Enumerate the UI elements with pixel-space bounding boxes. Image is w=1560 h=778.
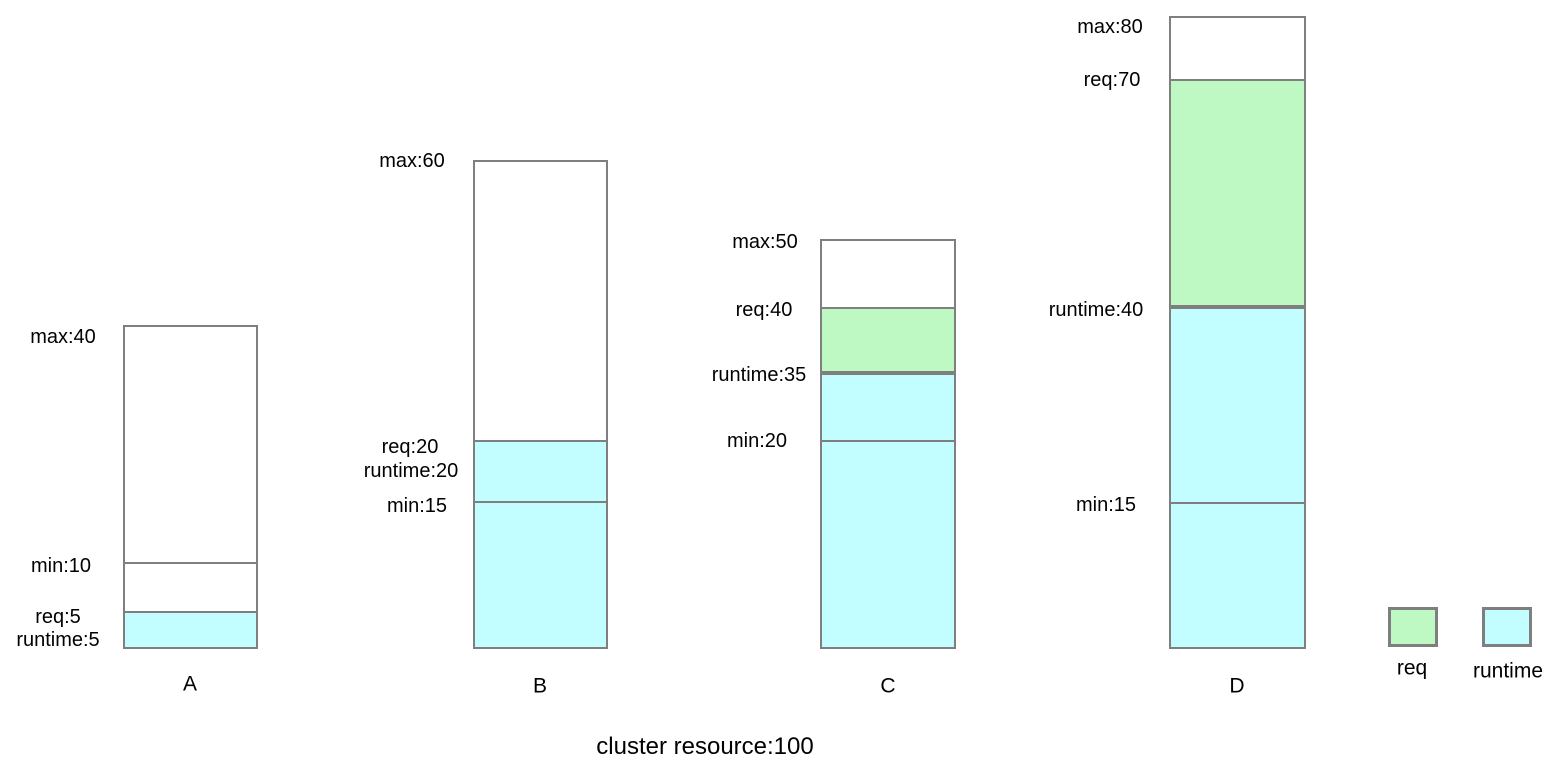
bar-a-runtime-label: runtime:5: [16, 629, 100, 651]
bar-b-req-label: req:20: [381, 436, 439, 458]
bar-b-min-line: [473, 501, 608, 503]
bar-b-max-label: max:60: [379, 150, 445, 172]
bar-c-name-label: C: [880, 674, 896, 698]
bar-a-runtime-segment: [123, 611, 258, 649]
bar-c-req-label: req:40: [735, 299, 793, 321]
bar-d-runtime-label: runtime:40: [1048, 299, 1144, 321]
bar-a-min-label: min:10: [30, 555, 92, 577]
bar-a-req-label: req:5: [35, 606, 81, 628]
bar-b-runtime-label: runtime:20: [363, 460, 459, 482]
bar-b-name-label: B: [532, 674, 548, 698]
bar-c-max-label: max:50: [732, 231, 798, 253]
legend-req-swatch: [1388, 607, 1438, 647]
bar-a-name-label: A: [182, 672, 198, 696]
bar-a-max-label: max:40: [30, 326, 96, 348]
caption: cluster resource:100: [596, 733, 814, 760]
bar-c-min-line: [820, 440, 956, 442]
bar-d-name-label: D: [1229, 674, 1245, 698]
bar-d-req-segment: [1169, 79, 1306, 307]
bar-c-min-label: min:20: [726, 430, 788, 452]
bar-d-max-label: max:80: [1077, 16, 1143, 38]
bar-c-runtime-label: runtime:35: [711, 364, 807, 386]
bar-a-outline: [123, 325, 258, 649]
legend-runtime-swatch: [1482, 607, 1532, 647]
legend-runtime-label: runtime: [1472, 659, 1544, 683]
bar-c-runtime-segment: [820, 373, 956, 649]
bar-b-min-label: min:15: [386, 495, 448, 517]
bar-d-min-line: [1169, 502, 1306, 504]
bar-c-req-segment: [820, 307, 956, 373]
legend-req-label: req: [1396, 656, 1428, 680]
bar-a-min-line: [123, 562, 258, 564]
bar-d-runtime-segment: [1169, 307, 1306, 649]
bar-b-runtime-segment: [473, 440, 608, 649]
bar-d-min-label: min:15: [1075, 494, 1137, 516]
bar-d-req-label: req:70: [1083, 69, 1141, 91]
